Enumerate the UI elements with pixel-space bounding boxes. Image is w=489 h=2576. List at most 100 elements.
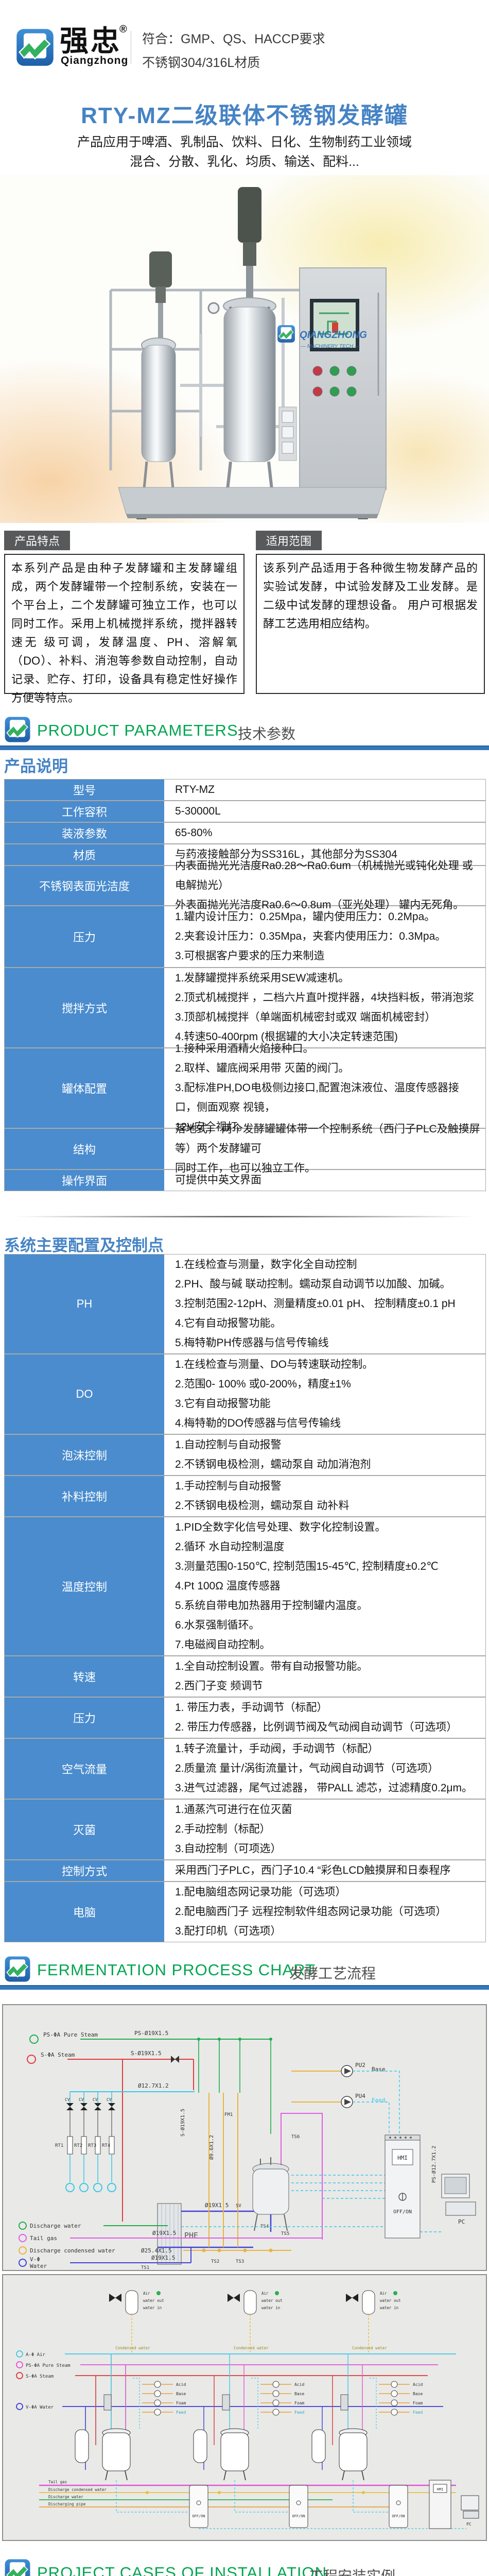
svg-text:Foam: Foam bbox=[294, 2401, 304, 2405]
row-value: 1.接种采用酒精火焰接种口。 2.取样、罐底阀采用带 灭菌的阀门。 3.配标准P… bbox=[175, 1043, 459, 1133]
row-value: 内表面抛光光洁度Ra0.28～Ra0.6um（机械抛光或钝化处理 或电解抛光） … bbox=[175, 860, 473, 911]
svg-text:Water: Water bbox=[30, 2263, 47, 2269]
row-value: 落地式， 两个发酵罐罐体带一个控制系统（西门子PLC及触摸屏等）两个发酵罐可 同… bbox=[175, 1123, 480, 1174]
row-value: 1.自动控制与自动报警 2.不锈钢电极检测，蠕动泵自 动加消泡剂 bbox=[175, 1439, 371, 1470]
svg-text:water in: water in bbox=[143, 2306, 162, 2310]
svg-text:Discharge water: Discharge water bbox=[30, 2223, 81, 2229]
row-label: 操作界面 bbox=[5, 1170, 166, 1191]
svg-text:Discharge condensed water: Discharge condensed water bbox=[30, 2247, 115, 2254]
tab-applicable-scope: 适用范围 bbox=[256, 531, 322, 550]
svg-text:RT4: RT4 bbox=[102, 2143, 110, 2148]
svg-text:Discharge water: Discharge water bbox=[48, 2495, 83, 2499]
section-header-process: FERMENTATION PROCESS CHART 发酵工艺流程 bbox=[0, 1956, 489, 1985]
section-title-en: PROJECT CASES OF INSTALLATION bbox=[37, 2564, 327, 2576]
svg-text:Air: Air bbox=[380, 2291, 387, 2296]
svg-text:Feed: Feed bbox=[176, 2410, 186, 2415]
table-row: 结构落地式， 两个发酵罐罐体带一个控制系统（西门子PLC及触摸屏等）两个发酵罐可… bbox=[5, 1123, 485, 1174]
fermenter-equipment-photo: QIANGZHONG — MACHINERY TECH — bbox=[109, 187, 387, 519]
svg-text:Foam: Foam bbox=[176, 2401, 186, 2405]
svg-text:Tail gas: Tail gas bbox=[48, 2480, 67, 2484]
svg-text:PS-ΦA Pure Steam: PS-ΦA Pure Steam bbox=[43, 2031, 98, 2038]
svg-text:Discharging pipe: Discharging pipe bbox=[48, 2502, 86, 2506]
svg-text:V-Φ: V-Φ bbox=[30, 2256, 40, 2263]
svg-text:Acid: Acid bbox=[413, 2382, 423, 2387]
svg-text:water out: water out bbox=[380, 2298, 401, 2303]
row-value: 采用西门子PLC，西门子10.4 “彩色LCD触摸屏和日泰程序 bbox=[175, 1865, 451, 1876]
svg-text:Ø9.6X1.2: Ø9.6X1.2 bbox=[208, 2135, 215, 2160]
svg-text:water in: water in bbox=[261, 2306, 280, 2310]
svg-text:Base: Base bbox=[413, 2392, 423, 2396]
svg-text:PS-ΦA Pure Steam: PS-ΦA Pure Steam bbox=[26, 2363, 71, 2368]
svg-text:water out: water out bbox=[143, 2298, 164, 2303]
process-flow-diagram-2: Air water out water in Condensed water A… bbox=[2, 2274, 487, 2541]
registered-mark: ® bbox=[119, 24, 127, 35]
svg-text:Base: Base bbox=[176, 2392, 186, 2396]
row-value: 1.PID全数字化信号处理、数字化控制设置。 2.循环 水自动控制温度 3.测量… bbox=[175, 1521, 439, 1651]
row-label: 不锈钢表面光洁度 bbox=[5, 866, 166, 905]
svg-text:PC: PC bbox=[466, 2522, 471, 2527]
svg-text:HMI: HMI bbox=[437, 2487, 444, 2492]
svg-text:Ø25.4X1.5: Ø25.4X1.5 bbox=[141, 2247, 172, 2254]
row-label: 型号 bbox=[5, 779, 166, 800]
row-value: 与药液接触部分为SS316L，其他部分为SS304 bbox=[175, 849, 397, 860]
svg-text:RT3: RT3 bbox=[88, 2143, 96, 2148]
row-value: 1.在线检查与测量，数字化全自动控制 2.PH、酸与碱 联动控制。蠕动泵自动调节… bbox=[175, 1259, 456, 1349]
row-label: 灭菌 bbox=[5, 1800, 166, 1859]
svg-text:Base: Base bbox=[372, 2066, 386, 2073]
row-label: 补料控制 bbox=[5, 1476, 166, 1516]
svg-text:Base: Base bbox=[294, 2392, 304, 2396]
svg-text:Condensed water: Condensed water bbox=[352, 2346, 387, 2350]
svg-text:HMI: HMI bbox=[397, 2155, 408, 2161]
svg-text:Ø19X1.5: Ø19X1.5 bbox=[151, 2255, 175, 2261]
row-value: 1.全自动控制设置。带有自动报警功能。 2.西门子变 频调节 bbox=[175, 1660, 368, 1692]
svg-text:Discharge condensed water: Discharge condensed water bbox=[48, 2487, 107, 2492]
row-value: 1.在线检查与测量、DO与转速联动控制。 2.范围0- 100% 或0-200%… bbox=[175, 1359, 374, 1429]
svg-text:— MACHINERY TECH —: — MACHINERY TECH — bbox=[300, 344, 360, 349]
process-flow-diagram-1: PS-ΦA Pure Steam PS-Ø19X1.5 S-ΦA Steam S… bbox=[2, 2004, 487, 2271]
svg-text:S-ΦA Steam: S-ΦA Steam bbox=[26, 2374, 54, 2379]
page-header: 强忠 ® Qiangzhong 符合：GMP、QS、HACCP要求 不锈钢304… bbox=[0, 0, 489, 88]
table-row: 不锈钢表面光洁度内表面抛光光洁度Ra0.28～Ra0.6um（机械抛光或钝化处理… bbox=[5, 860, 485, 911]
header-tagline-2: 不锈钢304/316L材质 bbox=[142, 56, 260, 70]
row-label: 压力 bbox=[5, 1698, 166, 1738]
svg-text:Ø19X1.5: Ø19X1.5 bbox=[152, 2230, 176, 2236]
row-label: 工作容积 bbox=[5, 801, 166, 822]
row-label: 结构 bbox=[5, 1129, 166, 1169]
svg-text:PS-Ø12.7X1.2: PS-Ø12.7X1.2 bbox=[431, 2146, 437, 2183]
row-value: RTY-MZ bbox=[175, 784, 215, 795]
svg-text:CV: CV bbox=[107, 2097, 112, 2102]
section-title-en: PRODUCT PARAMETERS bbox=[37, 721, 238, 739]
svg-text:TS6: TS6 bbox=[291, 2134, 300, 2140]
svg-text:TS5: TS5 bbox=[281, 2231, 289, 2236]
row-value: 1.配电脑组态网记录功能（可选项） 2.配电脑西门子 远程控制软件组态网记录功能… bbox=[175, 1886, 447, 1937]
row-label: 材质 bbox=[5, 844, 166, 865]
section-divider-bar bbox=[0, 745, 489, 750]
section-icon bbox=[4, 1956, 31, 1982]
svg-text:TS1: TS1 bbox=[141, 2265, 149, 2270]
svg-text:PHE: PHE bbox=[184, 2231, 198, 2240]
row-label: PH bbox=[5, 1255, 166, 1353]
svg-text:PC: PC bbox=[458, 2218, 465, 2225]
section-title-cn: 技术参数 bbox=[238, 726, 296, 742]
row-value: 1.通蒸汽可进行在位灭菌 2.手动控制（标配） 3.自动控制（可项选） bbox=[175, 1804, 292, 1855]
product-features-text: 本系列产品是由种子发酵罐和主发酵罐组成，两个发酵罐带一个控制系统，安装在一个平台… bbox=[4, 554, 244, 704]
svg-text:OFF/ON: OFF/ON bbox=[292, 2514, 305, 2518]
svg-text:CV: CV bbox=[93, 2097, 98, 2102]
product-subtitle-2: 混合、分散、乳化、均质、输送、配料... bbox=[130, 155, 359, 169]
svg-text:Feed: Feed bbox=[413, 2410, 423, 2415]
section-title-cn: 发酵工艺流程 bbox=[289, 1965, 376, 1981]
svg-text:PU2: PU2 bbox=[355, 2062, 365, 2069]
content-divider bbox=[0, 1216, 489, 1217]
table-row: 型号 RTY-MZ bbox=[5, 779, 485, 801]
row-label: 转速 bbox=[5, 1656, 166, 1697]
row-value: 1.转子流量计，手动阀，手动调节（标配） 2.质量流 量计/涡街流量计，气动阀自… bbox=[175, 1743, 473, 1794]
row-label: 泡沫控制 bbox=[5, 1435, 166, 1475]
